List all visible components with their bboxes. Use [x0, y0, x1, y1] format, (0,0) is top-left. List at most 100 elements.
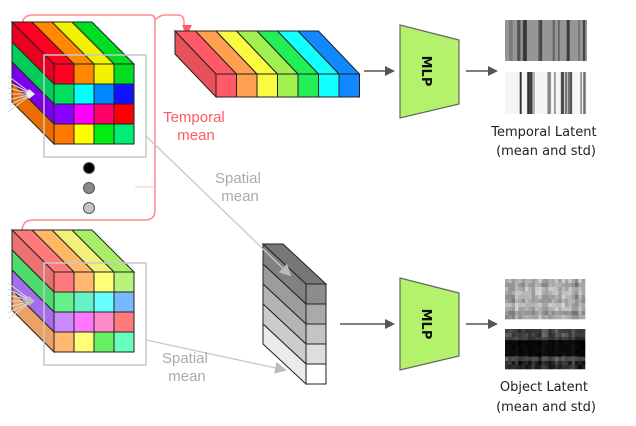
latent-pixel: [535, 291, 539, 296]
latent-pixel: [551, 357, 556, 362]
latent-pixel: [571, 279, 576, 284]
latent-pixel: [578, 365, 582, 370]
latent-pixel: [505, 365, 509, 370]
latent-pixel: [511, 299, 516, 304]
latent-pixel: [521, 333, 526, 338]
latent-pixel: [541, 337, 546, 342]
latent-pixel: [548, 303, 552, 308]
latent-pixel: [511, 303, 516, 308]
latent-pixel: [528, 337, 532, 342]
latent-pixel: [521, 279, 526, 284]
latent-pixel: [515, 287, 519, 292]
latent-pixel: [535, 329, 539, 334]
latent-pixel: [505, 361, 509, 366]
latent-pixel: [531, 357, 536, 362]
latent-pixel: [528, 329, 532, 334]
latent-pixel: [571, 291, 576, 296]
latent-pixel: [568, 311, 572, 316]
object-latent-caption: Object Latent (mean and std): [496, 380, 596, 415]
latent-pixel: [518, 291, 522, 296]
latent-pixel: [555, 283, 559, 288]
latent-pixel: [531, 361, 536, 366]
latent-pixel: [558, 279, 562, 284]
latent-pixel: [528, 365, 532, 370]
latent-pixel: [521, 357, 526, 362]
cube-front-cell: [53, 123, 75, 145]
temporal-bracket: [21, 14, 192, 233]
latent-pixel: [515, 333, 519, 338]
latent-pixel: [558, 361, 562, 366]
latent-pixel: [548, 283, 552, 288]
cube-front-cell: [73, 123, 95, 145]
latent-pixel: [571, 287, 576, 292]
cube-front-cell: [53, 103, 75, 125]
latent-pixel: [541, 295, 546, 300]
object-latent-std-image: [505, 329, 586, 370]
latent-pixel: [538, 365, 542, 370]
latent-pixel: [571, 307, 576, 312]
latent-pixel: [538, 291, 542, 296]
video-frame-cube-bottom: [7, 228, 136, 354]
latent-pixel: [515, 295, 519, 300]
mlp-label-bottom: MLP: [418, 309, 433, 340]
latent-pixel: [531, 315, 536, 320]
latent-pixel: [558, 291, 562, 296]
latent-dark-band: [505, 340, 585, 356]
latent-pixel: [505, 295, 509, 300]
latent-pixel: [578, 307, 582, 312]
latent-pixel: [555, 361, 559, 366]
latent-pixel: [555, 315, 559, 320]
latent-pixel: [538, 329, 542, 334]
latent-pixel: [521, 315, 526, 320]
latent-pixel: [515, 311, 519, 316]
latent-pixel: [578, 333, 582, 338]
latent-stripe: [554, 72, 556, 114]
latent-pixel: [541, 279, 546, 284]
light-source-icon: [26, 89, 35, 99]
cube-front-cell: [93, 123, 115, 145]
latent-pixel: [535, 303, 539, 308]
latent-pixel: [511, 333, 516, 338]
latent-pixel: [555, 291, 559, 296]
latent-stripe: [523, 20, 527, 61]
cube-front-cell: [113, 123, 135, 145]
latent-pixel: [528, 283, 532, 288]
latent-pixel: [541, 315, 546, 320]
latent-pixel: [521, 365, 526, 370]
latent-stripe: [583, 72, 586, 114]
bar-front-slice: [318, 73, 340, 98]
latent-pixel: [515, 299, 519, 304]
latent-pixel: [578, 291, 582, 296]
latent-pixel: [535, 361, 539, 366]
latent-pixel: [525, 315, 529, 320]
temporal-latent-std-image: [505, 72, 587, 114]
latent-pixel: [518, 295, 522, 300]
latent-pixel: [575, 333, 579, 338]
latent-pixel: [548, 357, 552, 362]
cube-front-cell: [53, 331, 75, 353]
latent-pixel: [508, 299, 512, 304]
latent-pixel: [531, 311, 536, 316]
bar-front-slice: [256, 73, 278, 98]
latent-pixel: [538, 315, 542, 320]
temporal-latent-mean-image: [505, 20, 587, 61]
latent-pixel: [568, 299, 572, 304]
latent-pixel: [575, 291, 579, 296]
latent-pixel: [511, 357, 516, 362]
latent-pixel: [515, 357, 519, 362]
latent-pixel: [568, 291, 572, 296]
latent-pixel: [545, 311, 549, 316]
latent-pixel: [535, 283, 539, 288]
latent-pixel: [561, 299, 566, 304]
latent-pixel: [565, 303, 569, 308]
latent-pixel: [518, 279, 522, 284]
latent-pixel: [565, 299, 569, 304]
latent-pixel: [511, 337, 516, 342]
latent-pixel: [545, 303, 549, 308]
bar-front-slice: [215, 73, 237, 98]
latent-pixel: [555, 279, 559, 284]
latent-pixel: [551, 307, 556, 312]
latent-pixel: [505, 329, 509, 334]
latent-pixel: [518, 357, 522, 362]
latent-pixel: [558, 337, 562, 342]
